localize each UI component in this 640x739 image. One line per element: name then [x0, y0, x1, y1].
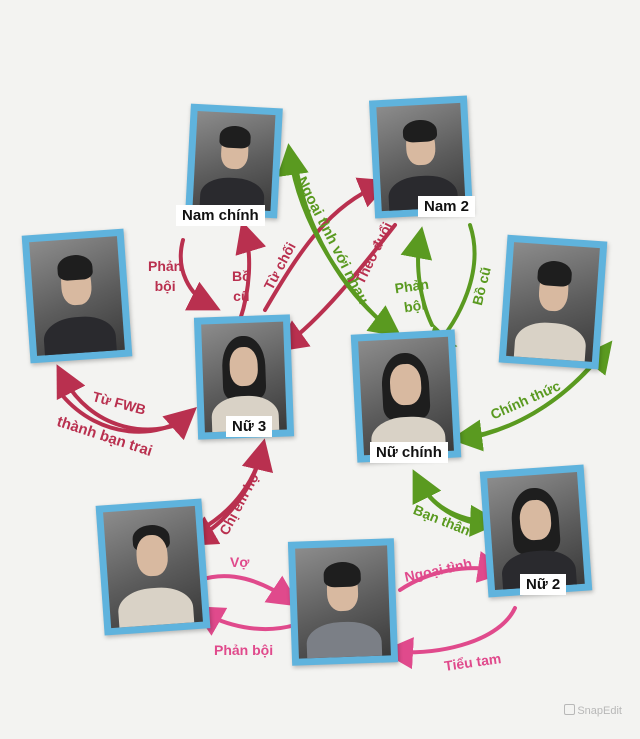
arrow-chinh-thuc-rev [450, 353, 602, 452]
portrait-nam-2 [376, 102, 466, 212]
arrow-bo-cu-left [235, 220, 267, 322]
portrait-man-left [29, 236, 125, 356]
portrait-nu-chinh [358, 336, 454, 456]
arrow-ban-than-rev [412, 469, 487, 527]
portrait-nu-2 [487, 471, 585, 591]
portrait-man-center [295, 545, 391, 659]
arrow-tieu-tam [381, 606, 517, 670]
label-nu-2: Nữ 2 [520, 574, 567, 595]
label-nu-chinh: Nữ chính [370, 442, 448, 463]
rel-phan-boi-bottom: Phản bội [214, 642, 274, 658]
rel-bo-cu-left: Bồ cũ [232, 268, 251, 304]
arrow-phan-boi-right [400, 226, 434, 327]
rel-phan-boi-top: Phản bội [148, 258, 183, 294]
card-nam-chinh [185, 103, 283, 219]
arrow-phan-boi-top [178, 238, 221, 311]
portrait-man-right [506, 242, 600, 362]
card-man-left [21, 228, 133, 364]
portrait-nam-chinh [192, 111, 276, 211]
label-nam-chinh: Nam chính [176, 205, 265, 226]
card-man-right [498, 234, 608, 370]
rel-phan-boi-right: Phản bội [393, 275, 430, 316]
snapedit-logo-icon [564, 704, 576, 715]
portrait-woman-left [103, 505, 203, 629]
arrow-phan-boi-bottom [191, 606, 297, 636]
arrow-chi-em-ho-rev [198, 438, 274, 532]
arrow-ngoai-tinh-voi-nhau-rev [293, 158, 402, 338]
label-nu-3: Nữ 3 [226, 416, 273, 437]
arrow-thanh-ban-trai [60, 393, 197, 441]
card-woman-left [95, 498, 211, 636]
label-nam-2: Nam 2 [418, 196, 476, 217]
watermark: SnapEdit [564, 704, 622, 717]
rel-vo: Vợ [230, 554, 250, 570]
arrow-vo [198, 574, 300, 607]
arrow-theo-duoi [275, 223, 397, 352]
card-man-center [287, 538, 399, 666]
